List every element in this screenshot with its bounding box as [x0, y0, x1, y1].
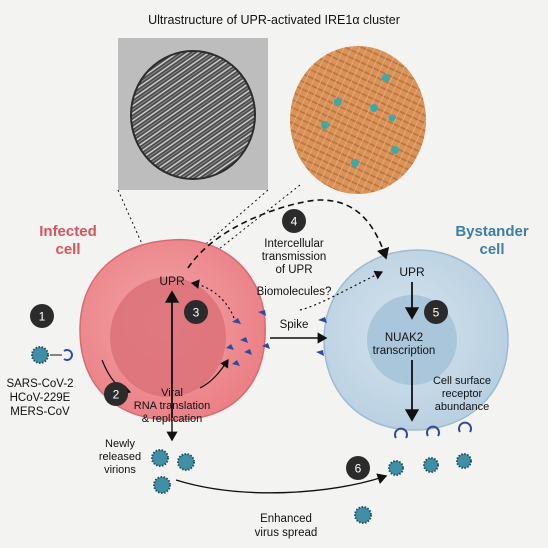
infected-upr: UPR: [159, 274, 185, 288]
svg-text:6: 6: [355, 462, 362, 476]
viral-line2: RNA translation: [134, 400, 210, 412]
step-5-badge: 5: [424, 300, 448, 324]
virus-sars: SARS-CoV-2: [6, 378, 73, 390]
incoming-virion: [31, 346, 73, 364]
step-2-badge: 2: [104, 382, 128, 406]
figure-title: Ultrastructure of UPR-activated IRE1α cl…: [148, 13, 400, 27]
released-line1: Newly: [105, 438, 135, 450]
released-line3: virions: [104, 464, 136, 476]
intercellular-line3: of UPR: [275, 264, 312, 276]
surface-receptors: [394, 421, 472, 439]
bystander-bound-virions: [388, 453, 472, 476]
spike-label: Spike: [280, 319, 309, 331]
released-virions: [151, 449, 372, 524]
em-micrograph: [118, 38, 268, 190]
step-6-badge: 6: [346, 456, 370, 480]
bystander-label-line2: cell: [479, 241, 504, 258]
svg-text:1: 1: [39, 310, 46, 324]
nuak2-line2: transcription: [373, 345, 436, 357]
infected-label-line2: cell: [55, 241, 80, 258]
cell-surface-line1: Cell surface: [433, 375, 491, 387]
intercellular-line2: transmission: [262, 251, 327, 263]
spread-line2: virus spread: [255, 527, 318, 539]
virus-hcov: HCoV-229E: [10, 392, 71, 404]
nuak2-line1: NUAK2: [385, 332, 423, 344]
released-line2: released: [99, 451, 141, 463]
bystander-upr: UPR: [399, 265, 425, 279]
step-3-badge: 3: [184, 300, 208, 324]
viral-line3: & replication: [142, 413, 203, 425]
cluster-reconstruction: [290, 46, 426, 194]
viral-line1: Viral: [161, 387, 183, 399]
svg-text:4: 4: [291, 215, 298, 229]
svg-text:3: 3: [193, 306, 200, 320]
spread-line1: Enhanced: [260, 513, 312, 525]
virus-mers: MERS-CoV: [10, 406, 70, 418]
svg-text:5: 5: [433, 306, 440, 320]
svg-text:2: 2: [113, 388, 120, 402]
biomolecules-label: Biomolecules?: [257, 286, 332, 298]
cell-surface-line3: abundance: [435, 401, 489, 413]
cell-surface-line2: receptor: [442, 388, 483, 400]
bystander-label-line1: Bystander: [455, 223, 529, 240]
infected-label-line1: Infected: [39, 223, 97, 240]
infected-nucleus: [110, 277, 226, 397]
step-4-badge: 4: [282, 209, 306, 233]
bystander-cell: [323, 249, 509, 431]
step-1-badge: 1: [30, 304, 54, 328]
spike-proteins: [226, 310, 327, 366]
intercellular-line1: Intercellular: [264, 238, 324, 250]
